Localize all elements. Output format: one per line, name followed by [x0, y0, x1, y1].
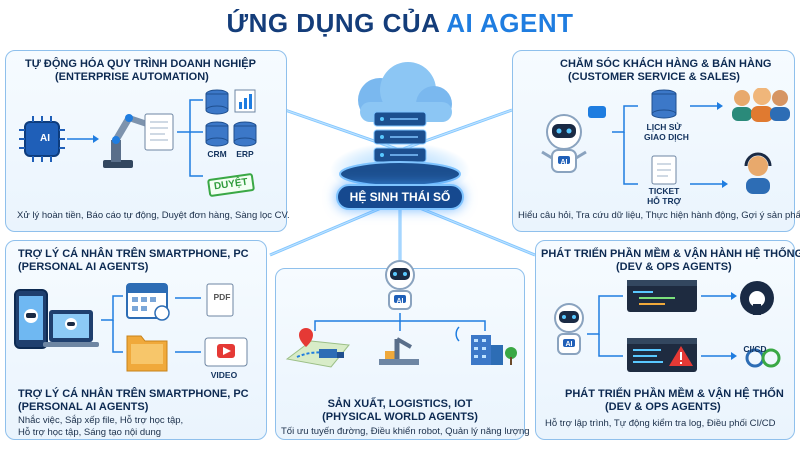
physical-caption: Tối ưu tuyến đường, Điều khiển robot, Qu… — [281, 426, 530, 437]
physical-title: SẢN XUẤT, LOGISTICS, IOT (PHYSICAL WORLD… — [275, 398, 525, 424]
page-title: ỨNG DỤNG CỦA AI AGENT — [0, 8, 800, 39]
personal-subtitle-line1: TRỢ LÝ CÁ NHÂN TRÊN SMARTPHONE, PC — [18, 388, 249, 400]
server-icon — [373, 111, 427, 163]
report-chart-icon — [234, 89, 256, 113]
personal-illustration — [14, 283, 248, 372]
database-icon — [205, 89, 229, 115]
chat-bubble-icon — [588, 106, 606, 118]
devops-illustration — [554, 280, 781, 372]
enterprise-label-crm: CRM — [207, 149, 227, 159]
ticket-label-line1: TICKET — [648, 186, 680, 196]
calendar-icon — [126, 283, 170, 321]
customer-title-line2: (CUSTOMER SERVICE & SALES) — [568, 71, 740, 83]
enterprise-caption: Xử lý hoàn tiền, Báo cáo tự động, Duyệt … — [17, 210, 290, 221]
devops-label-cicd: CI/CD — [743, 344, 767, 354]
personal-title: TRỢ LÝ CÁ NHÂN TRÊN SMARTPHONE, PC (PERS… — [18, 248, 249, 274]
robot-icon — [541, 114, 587, 173]
crm-database-icon — [205, 121, 229, 147]
robot-icon — [554, 303, 584, 355]
ai-chip-icon — [19, 116, 65, 162]
hub-label: HỆ SINH THÁI SỐ — [336, 184, 464, 210]
video-player-icon — [204, 337, 248, 367]
customer-illustration — [541, 88, 790, 194]
smartphone-icon — [14, 289, 48, 349]
customer-title: CHĂM SÓC KHÁCH HÀNG & BÁN HÀNG (CUSTOMER… — [560, 58, 771, 84]
personal-subtitle-line2: (PERSONAL AI AGENTS) — [18, 401, 149, 413]
smart-building-icon — [455, 326, 517, 365]
devops-title-line1: PHÁT TRIỂN PHẦN MỀM & VẬN HÀNH HỆ THỐNG — [541, 248, 800, 260]
devops-subtitle-line1: PHÁT TRIỂN PHẦN MỀM & VẬN HỆ THỐN — [565, 388, 784, 400]
history-label-line2: GIAO DỊCH — [644, 132, 689, 142]
personal-caption: Nhắc việc, Sắp xếp file, Hỗ trợ học tập,… — [18, 415, 183, 439]
devops-caption: Hỗ trợ lập trình, Tự động kiểm tra log, … — [545, 418, 776, 429]
devops-title: PHÁT TRIỂN PHẦN MỀM & VẬN HÀNH HỆ THỐNG … — [541, 248, 800, 274]
personal-label-video: VIDEO — [210, 370, 238, 380]
title-main: ỨNG DỤNG CỦA — [226, 8, 440, 38]
log-warning-icon — [627, 338, 697, 372]
laptop-icon — [43, 310, 99, 347]
physical-illustration — [285, 260, 517, 368]
personal-title-line1: TRỢ LÝ CÁ NHÂN TRÊN SMARTPHONE, PC — [18, 248, 249, 260]
cicd-icon — [745, 348, 781, 368]
enterprise-label-erp: ERP — [236, 149, 254, 159]
robot-icon — [385, 260, 415, 310]
personal-subtitle: TRỢ LÝ CÁ NHÂN TRÊN SMARTPHONE, PC (PERS… — [18, 388, 249, 414]
code-editor-icon — [627, 280, 697, 312]
enterprise-title-line2: (ENTERPRISE AUTOMATION) — [55, 71, 209, 83]
devops-title-line2: (DEV & OPS AGENTS) — [616, 261, 732, 273]
personal-caption-line1: Nhắc việc, Sắp xếp file, Hỗ trợ học tập, — [18, 415, 184, 426]
folder-icon — [126, 335, 168, 372]
history-label-line1: LỊCH SỬ — [646, 122, 682, 132]
customers-group-icon — [732, 88, 790, 122]
pdf-file-icon — [206, 283, 234, 317]
customer-caption: Hiểu câu hỏi, Tra cứu dữ liệu, Thực hiện… — [518, 210, 800, 221]
physical-label-ai: AI — [396, 298, 404, 305]
enterprise-title: TỰ ĐỘNG HÓA QUY TRÌNH DOANH NGHIỆP (ENTE… — [25, 58, 256, 84]
personal-caption-line2: Hỗ trợ học tập, Sáng tạo nội dung — [18, 427, 162, 438]
devops-subtitle: PHÁT TRIỂN PHẦN MỀM & VẬN HỆ THỐN (DEV &… — [565, 388, 784, 414]
enterprise-title-line1: TỰ ĐỘNG HÓA QUY TRÌNH DOANH NGHIỆP — [25, 58, 256, 70]
devops-subtitle-line2: (DEV & OPS AGENTS) — [605, 401, 721, 413]
github-icon — [740, 281, 774, 315]
customer-label-ticket: TICKET HỖ TRỢ — [644, 186, 684, 206]
document-icon — [144, 113, 174, 151]
map-route-icon — [285, 328, 350, 368]
robot-arm-icon — [379, 337, 419, 365]
physical-title-line1: SẢN XUẤT, LOGISTICS, IOT — [327, 398, 473, 410]
erp-database-icon — [233, 121, 257, 147]
personal-label-pdf: PDF — [213, 292, 231, 302]
customer-label-ai: AI — [560, 159, 568, 166]
physical-title-line2: (PHYSICAL WORLD AGENTS) — [322, 411, 478, 423]
support-agent-icon — [744, 152, 772, 194]
customer-label-history: LỊCH SỬ GIAO DỊCH — [644, 122, 689, 142]
ticket-icon — [651, 155, 677, 185]
title-accent: AI AGENT — [446, 8, 574, 38]
robot-arm-icon — [103, 114, 150, 168]
enterprise-label-ai: AI — [40, 133, 50, 144]
devops-label-ai: AI — [565, 341, 573, 348]
transaction-history-icon — [651, 89, 677, 119]
ticket-label-line2: HỖ TRỢ — [647, 196, 681, 206]
personal-title-line2: (PERSONAL AI AGENTS) — [18, 261, 149, 273]
enterprise-illustration — [19, 89, 257, 177]
customer-title-line1: CHĂM SÓC KHÁCH HÀNG & BÁN HÀNG — [560, 58, 772, 70]
